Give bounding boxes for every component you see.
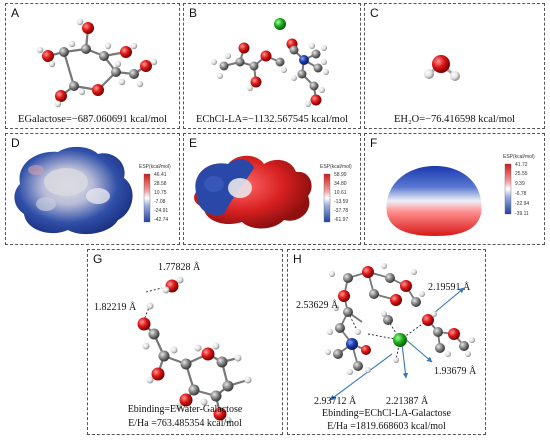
colorbar-tick: 46.41: [154, 172, 167, 178]
bond-distance: 1.77828 Å: [158, 262, 201, 273]
oxygen-atom: [82, 22, 94, 34]
binding-energy: E/Ha =1819.668603 kcal/mol: [327, 421, 446, 432]
colorbar-title: ESP(kcal/mol): [503, 154, 535, 160]
colorbar-tick: 25.55: [515, 171, 528, 177]
energy-label: EH₂O=−76.416598 kcal/mol: [393, 114, 516, 125]
colorbar-tick: 9.39: [515, 181, 525, 187]
colorbar: [504, 163, 512, 215]
panel-label: H: [293, 252, 302, 266]
colorbar-tick: 34.80: [334, 181, 347, 187]
bond-distance: 2.93712 Å: [314, 396, 357, 407]
bond-distance: 1.82219 Å: [94, 302, 137, 313]
bond-distance: 2.21387 Å: [386, 396, 429, 407]
colorbar-tick: -42.74: [154, 217, 169, 223]
binding-caption: Ebinding=EWater-Galactose: [127, 404, 243, 415]
colorbar-tick: -13.59: [334, 199, 349, 205]
distance-arrow: [403, 337, 433, 363]
hydrogen-bond: [145, 287, 163, 293]
nitrogen-atom: [299, 55, 309, 65]
hydrogen-bond: [367, 333, 401, 341]
colorbar-tick: 58.99: [334, 172, 347, 178]
hydrogen-bond: [395, 339, 401, 361]
oxygen-atom: [92, 84, 104, 96]
colorbar-tick: -37.78: [334, 208, 349, 214]
galactose-molecule: [36, 18, 158, 108]
panel-g: G 1.77828 Å 1.8: [87, 249, 283, 435]
binding-energy: E/Ha =763.485354 kcal/mol: [128, 418, 242, 429]
chlorine-atom: [274, 18, 286, 30]
oxygen-atom: [140, 60, 152, 72]
oxygen-atom: [120, 46, 132, 58]
colorbar-title: ESP(kcal/mol): [320, 164, 352, 170]
oxygen-atom: [55, 90, 67, 102]
colorbar-tick: -7.08: [154, 199, 166, 205]
water-galactose-complex: [137, 276, 252, 424]
panel-a: A EGalactose=−687.060691 kcal/mol: [5, 3, 180, 129]
water-molecule: [424, 55, 460, 81]
bond-distance: 2.19591 Å: [428, 282, 471, 293]
oxygen-atom: [42, 50, 54, 62]
colorbar-tick: -61.97: [334, 217, 349, 223]
esp-surface-water: [386, 166, 482, 236]
panel-h: H: [287, 249, 486, 435]
panel-c: C EH₂O=−76.416598 kcal/mol: [364, 3, 545, 129]
bond-distance: 2.53629 Å: [296, 300, 339, 311]
colorbar-title: ESP(kcal/mol): [139, 164, 171, 170]
esp-surface-chcl-la: [194, 155, 312, 229]
panel-b: B EChCl-LA=−1132.567545 kcal/mol: [183, 3, 361, 129]
colorbar-tick: -24.91: [154, 208, 169, 214]
panel-d: D ESP(kcal/mol) 46.41 28.58 10.75 -7.08 …: [5, 133, 180, 245]
esp-surface-galactose: [14, 146, 133, 235]
distance-arrow: [401, 343, 409, 379]
colorbar-tick: 41.72: [515, 162, 528, 168]
panel-e: E ESP(kcal/mol) 58.99 34.80 10.61 -13.59…: [183, 133, 361, 245]
panel-f: F ESP(kcal/mol) 41.72 25.55 9.39 -6.78 -…: [364, 133, 545, 245]
colorbar: [143, 173, 151, 223]
colorbar-tick: 28.58: [154, 181, 167, 187]
nitrogen-atom: [346, 338, 358, 350]
oxygen-atom: [432, 55, 450, 73]
colorbar-tick: 10.61: [334, 190, 347, 196]
binding-caption: Ebinding=EChCl-LA-Galactose: [322, 408, 451, 419]
panel-label: D: [11, 136, 20, 150]
bond-distance: 1.93679 Å: [434, 366, 477, 377]
panel-label: B: [189, 6, 198, 20]
chcl-la-galactose-complex: [325, 263, 475, 401]
distance-arrow: [329, 353, 393, 401]
chcl-la-molecule: [211, 18, 329, 107]
colorbar: [323, 173, 331, 223]
panel-label: E: [189, 136, 198, 150]
energy-label: EChCl-LA=−1132.567545 kcal/mol: [195, 114, 349, 125]
panel-label: A: [11, 6, 20, 20]
panel-label: G: [93, 252, 103, 266]
colorbar-tick: -6.78: [515, 191, 527, 197]
energy-label: EGalactose=−687.060691 kcal/mol: [18, 114, 167, 125]
colorbar-tick: 10.75: [154, 190, 167, 196]
colorbar-tick: -39.11: [515, 211, 529, 217]
chlorine-atom: [393, 333, 407, 347]
hydrogen-bond: [143, 304, 151, 321]
panel-label: C: [370, 6, 379, 20]
colorbar-tick: -22.94: [515, 201, 530, 207]
panel-label: F: [370, 136, 378, 150]
